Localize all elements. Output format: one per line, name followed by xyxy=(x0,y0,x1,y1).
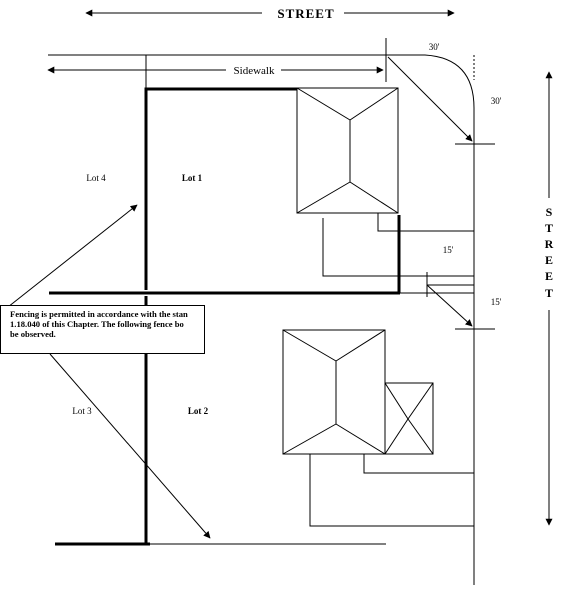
lot1-walk-line xyxy=(377,213,474,232)
callout-arrow-upper xyxy=(7,204,138,308)
lot2-driveway-line xyxy=(309,454,474,527)
street-side-letter: E xyxy=(545,269,553,283)
street-side-letter: T xyxy=(545,286,553,300)
callout-arrow-lower xyxy=(49,353,211,539)
dimension-15-horizontal: 15' xyxy=(443,245,454,255)
lot2-label: Lot 2 xyxy=(188,406,209,416)
street-side-letter: E xyxy=(545,253,553,267)
lot1-fence xyxy=(144,87,297,290)
dimension-15-vertical: 15' xyxy=(491,297,502,307)
street-side-label: S T R E E T xyxy=(545,205,554,300)
dim15-diagonal-arrow xyxy=(426,284,473,327)
street-side-letter: T xyxy=(545,221,553,235)
street-side-letter: R xyxy=(545,237,554,251)
house-lot2 xyxy=(282,329,434,455)
dimension-30-vertical: 30' xyxy=(491,96,502,106)
corner-sight-arc xyxy=(386,54,475,145)
callout-line: be observed. xyxy=(10,329,56,339)
corner-diagonal-arrow xyxy=(387,56,473,142)
house-lot1 xyxy=(296,87,399,214)
street-side-letter: S xyxy=(546,205,553,219)
lot3-label: Lot 3 xyxy=(72,406,92,416)
sidewalk-label: Sidewalk xyxy=(234,65,275,77)
callout-line: 1.18.040 of this Chapter. The following … xyxy=(10,319,184,329)
lot4-label: Lot 4 xyxy=(86,173,106,183)
dimension-30-horizontal: 30' xyxy=(429,42,440,52)
lot1-label: Lot 1 xyxy=(182,173,203,183)
lot2-walk-line xyxy=(363,454,474,474)
lot1-driveway-line xyxy=(322,218,474,277)
fencing-callout-box: Fencing is permitted in accordance with … xyxy=(0,305,205,354)
callout-line: Fencing is permitted in accordance with … xyxy=(10,309,188,319)
street-top-label: STREET xyxy=(277,6,334,21)
